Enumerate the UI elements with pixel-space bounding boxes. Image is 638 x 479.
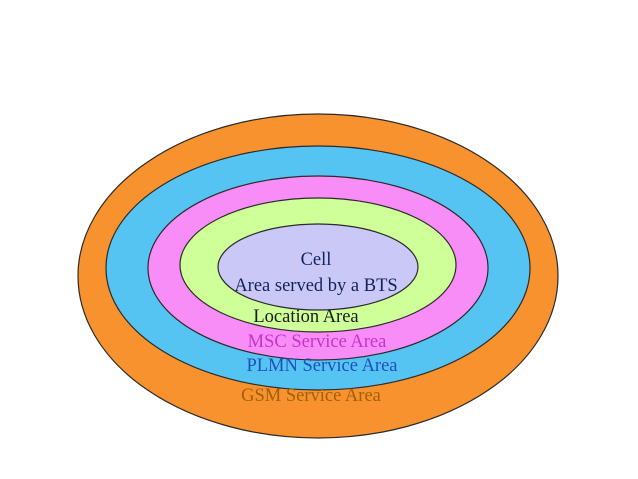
gsm-service-area-label: GSM Service Area [241, 386, 381, 406]
cell-sublabel: Area served by a BTS [234, 276, 397, 296]
cell-ellipse [217, 223, 419, 311]
location-area-label: Location Area [253, 307, 358, 327]
cell-label: Cell [301, 250, 332, 270]
plmn-service-area-label: PLMN Service Area [246, 356, 397, 376]
msc-service-area-label: MSC Service Area [248, 332, 387, 352]
